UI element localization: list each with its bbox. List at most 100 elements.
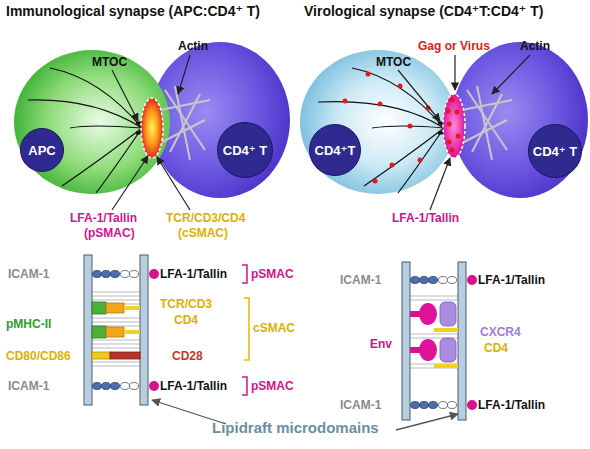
nucleus-shape bbox=[218, 123, 273, 178]
t-cell-body bbox=[452, 42, 588, 198]
actin-filaments bbox=[175, 86, 190, 160]
text-label: CD28 bbox=[172, 350, 203, 363]
text-label: Lipidraft microdomains bbox=[212, 420, 379, 437]
icam-lfa-pair bbox=[439, 277, 448, 284]
cell-nucleus: APC bbox=[20, 128, 64, 172]
lipid-raft-stripes bbox=[410, 299, 458, 301]
text-label: Actin bbox=[178, 40, 208, 53]
synapse-interface bbox=[456, 134, 461, 139]
text-label: CD80/CD86 bbox=[6, 350, 71, 363]
icam-lfa-pair bbox=[93, 271, 102, 278]
synapse-interface bbox=[443, 94, 465, 158]
icam-lfa-pair bbox=[467, 275, 477, 285]
smac-brackets bbox=[242, 377, 247, 395]
leader-arrows bbox=[112, 55, 190, 210]
env-receptor-complex bbox=[419, 303, 437, 325]
actin-filaments bbox=[462, 86, 512, 160]
cell-membrane bbox=[402, 262, 466, 420]
lipid-raft-stripes bbox=[92, 365, 140, 367]
cell-membrane bbox=[402, 262, 410, 420]
nucleus-shape bbox=[21, 129, 64, 172]
env-receptor-complex bbox=[419, 339, 437, 361]
microtubule-lines bbox=[96, 128, 142, 193]
gag-particles bbox=[390, 163, 395, 168]
icam-lfa-pair bbox=[429, 277, 438, 284]
leader-arrows bbox=[492, 55, 530, 94]
nucleus-shape bbox=[310, 125, 361, 176]
text-label: LFA-1/Tallin bbox=[392, 212, 459, 225]
microtubule-lines bbox=[398, 128, 444, 193]
icam-lfa-pair bbox=[111, 271, 120, 278]
pmhc-tcr-complex bbox=[92, 302, 140, 338]
gag-particles bbox=[343, 99, 348, 104]
apc-cell-body bbox=[14, 50, 170, 194]
text-label: Virological synapse (CD4⁺T:CD4⁺ T) bbox=[304, 4, 543, 19]
actin-filaments bbox=[162, 120, 205, 142]
text-label: (cSMAC) bbox=[178, 227, 228, 240]
lipid-raft-stripes bbox=[410, 296, 458, 368]
actin-filaments bbox=[464, 120, 507, 142]
pmhc-tcr-complex bbox=[92, 302, 106, 314]
microtubule-lines bbox=[70, 126, 142, 128]
smac-brackets bbox=[244, 298, 249, 360]
lipid-raft-stripes bbox=[410, 333, 458, 335]
raft-pointer-arrows bbox=[396, 414, 458, 430]
cell-nucleus: CD4⁺ T bbox=[528, 124, 582, 178]
leader-arrows bbox=[454, 55, 455, 90]
node-label: CD4⁺T bbox=[309, 124, 361, 176]
text-label: ICAM-1 bbox=[340, 399, 381, 412]
smac-brackets bbox=[242, 265, 249, 395]
gag-particles bbox=[408, 124, 413, 129]
icam-lfa-pair bbox=[420, 277, 429, 284]
text-label: Immunological synapse (APC:CD4⁺ T) bbox=[6, 4, 260, 19]
lipid-raft-stripes bbox=[92, 343, 140, 345]
nucleus-shape bbox=[529, 125, 582, 178]
actin-filaments bbox=[165, 90, 205, 150]
cell-membrane bbox=[140, 255, 148, 405]
leader-arrows bbox=[112, 156, 148, 210]
icam-lfa-pair bbox=[448, 402, 457, 409]
env-receptor-complex bbox=[434, 328, 458, 332]
icam-lfa-pair bbox=[121, 383, 130, 390]
text-label: MTOC bbox=[376, 56, 411, 69]
icam-lfa-pair bbox=[130, 383, 139, 390]
costimulatory-pair bbox=[92, 352, 110, 359]
text-label: MTOC bbox=[92, 56, 127, 69]
icam-lfa-pair bbox=[467, 400, 477, 410]
t-cell-body bbox=[452, 42, 588, 198]
icam-lfa-pair bbox=[411, 402, 420, 409]
pmhc-tcr-complex bbox=[92, 326, 106, 338]
text-label: pSMAC bbox=[251, 380, 294, 393]
text-label: TCR/CD3 bbox=[160, 298, 212, 311]
pmhc-tcr-complex bbox=[124, 330, 140, 334]
text-label: ICAM-1 bbox=[340, 274, 381, 287]
icam-lfa-pair bbox=[111, 383, 120, 390]
pmhc-tcr-complex bbox=[106, 327, 124, 337]
lipid-raft-stripes bbox=[92, 317, 140, 319]
microtubule-lines bbox=[28, 100, 142, 128]
leader-arrows bbox=[112, 70, 138, 121]
microtubule-lines bbox=[50, 68, 142, 128]
leader-arrows bbox=[178, 55, 190, 94]
apc-cell-body bbox=[14, 50, 170, 194]
icam-lfa-pair bbox=[429, 402, 438, 409]
synapse-interface bbox=[447, 122, 452, 127]
synapse-interface bbox=[446, 98, 461, 153]
actin-filaments bbox=[170, 94, 200, 152]
pmhc-tcr-complex bbox=[106, 303, 124, 313]
node-label: APC bbox=[20, 128, 64, 172]
text-label: CD4 bbox=[484, 342, 508, 355]
icam-lfa-pair bbox=[93, 383, 102, 390]
text-label: (pSMAC) bbox=[84, 227, 135, 240]
env-receptor-complex bbox=[440, 338, 456, 362]
actin-filaments bbox=[467, 90, 507, 150]
gag-particles bbox=[418, 158, 423, 163]
leader-arrows bbox=[398, 55, 530, 210]
microtubule-lines bbox=[318, 102, 444, 128]
lipid-raft-stripes bbox=[92, 299, 140, 301]
text-label: LFA-1/Tallin bbox=[160, 268, 227, 281]
text-label: LFA-1/Tallin bbox=[70, 212, 137, 225]
infected-t-cell-body bbox=[300, 50, 456, 194]
icam-lfa-pair bbox=[439, 402, 448, 409]
